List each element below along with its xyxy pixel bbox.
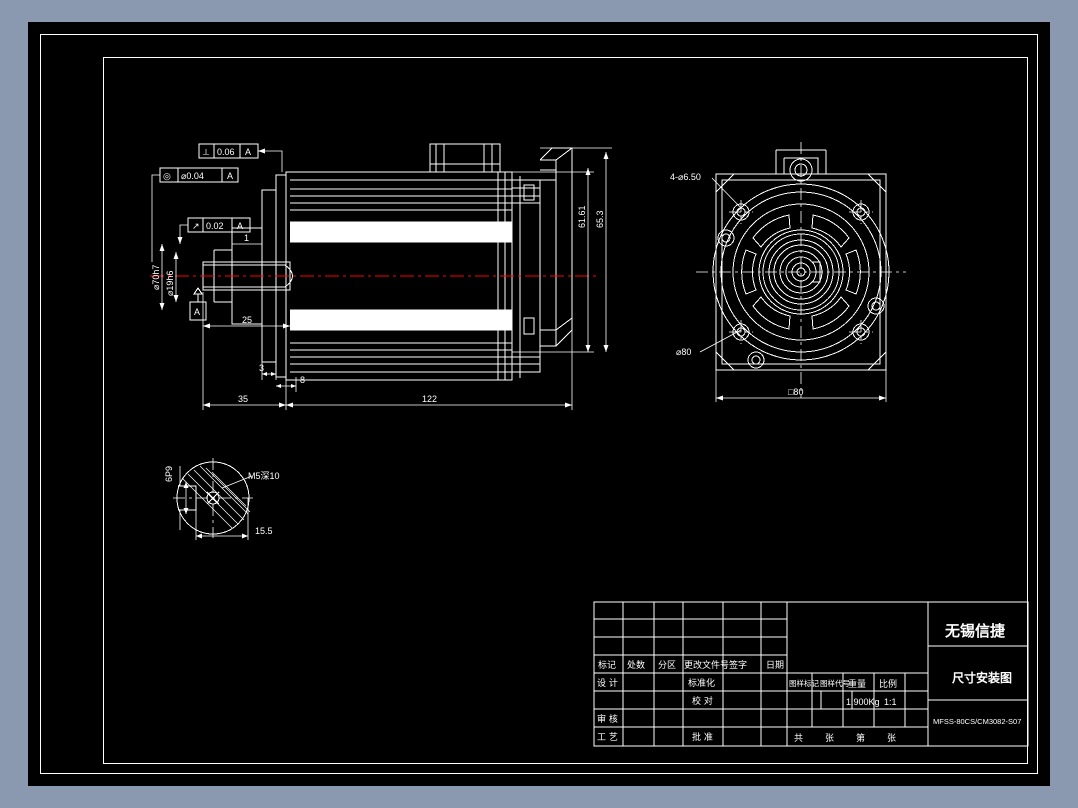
tb-weight: 1.900Kg bbox=[846, 697, 880, 707]
front-view-geometry bbox=[696, 142, 906, 398]
tb-scale: 1:1 bbox=[884, 697, 897, 707]
label-tapped-hole: M5深10 bbox=[248, 471, 280, 481]
label-pilot-diameter: ⌀80 bbox=[676, 347, 691, 357]
gdt-perp-symbol: ⟂ bbox=[203, 147, 209, 157]
dim-shaft-diameter: ⌀19h6 bbox=[165, 271, 175, 296]
tb-rev-header-4: 签字 bbox=[729, 659, 747, 671]
tb-sheet-footer-2: 第 bbox=[856, 732, 865, 744]
gdt-datum-label: A bbox=[194, 307, 200, 317]
tb-role-left-2: 审 核 bbox=[597, 713, 618, 725]
tb-rev-header-2: 分区 bbox=[658, 660, 676, 671]
side-view-geometry bbox=[150, 143, 596, 381]
sheet-outer-border bbox=[40, 34, 1038, 774]
label-keyway-width: 6P9 bbox=[164, 466, 174, 482]
sheet-inner-border bbox=[103, 57, 1028, 764]
tb-role-mid-0: 标准化 bbox=[688, 677, 715, 689]
dim-shaft-length: 25 bbox=[242, 315, 252, 325]
gdt-conc-datum: A bbox=[227, 171, 233, 181]
tb-sheet-footer-3: 张 bbox=[887, 733, 896, 744]
label-mounting-holes: 4-⌀6.50 bbox=[670, 172, 701, 182]
gdt-perp-tolerance: 0.06 bbox=[217, 147, 235, 157]
tb-sheet-footer-1: 张 bbox=[825, 733, 834, 744]
drawing-sheet bbox=[28, 22, 1050, 786]
tb-role-left-3: 工 艺 bbox=[597, 732, 618, 743]
tb-drawing-title: 尺寸安装图 bbox=[952, 670, 1012, 685]
tb-rev-header-3: 更改文件号 bbox=[684, 659, 729, 671]
title-block: 标记 处数 分区 更改文件号 签字 日期 设 计 审 核 工 艺 标准化 校 对… bbox=[593, 601, 1029, 747]
tb-rev-header-5: 日期 bbox=[766, 660, 784, 671]
gdt-runout-tolerance: 0.02 bbox=[206, 221, 224, 231]
tb-spec-header-2: 重量 bbox=[848, 678, 866, 690]
tb-rev-header-1: 处数 bbox=[627, 659, 645, 671]
gdt-runout-symbol: ↗ bbox=[192, 221, 200, 231]
dim-step-8: 8 bbox=[300, 375, 305, 385]
dim-square-flange: □80 bbox=[788, 387, 803, 397]
tb-role-mid-3: 批 准 bbox=[692, 731, 713, 743]
dim-height-65: 65.3 bbox=[595, 210, 605, 228]
dim-step-1: 1 bbox=[244, 233, 249, 243]
dim-body-length: 122 bbox=[422, 394, 437, 404]
mounting-holes bbox=[729, 200, 873, 344]
tb-spec-header-3: 比例 bbox=[879, 678, 897, 690]
dim-front-length: 35 bbox=[238, 394, 248, 404]
gdt-runout-datum: A bbox=[237, 221, 243, 231]
gdt-frames: ⟂ 0.06 A ◎ ⌀0.04 A ↗ 0.02 A A bbox=[151, 143, 283, 321]
tb-sheet-footer-0: 共 bbox=[794, 733, 803, 744]
dim-detail-length: 15.5 bbox=[255, 526, 273, 536]
tb-spec-header-0: 图样标记 bbox=[789, 678, 819, 688]
tb-role-mid-1: 校 对 bbox=[692, 695, 713, 707]
tb-spec-header-1: 图样代号 bbox=[820, 678, 850, 688]
dim-height-61: 61.61 bbox=[577, 205, 587, 228]
gdt-conc-tolerance: ⌀0.04 bbox=[181, 171, 204, 181]
tb-role-left-0: 设 计 bbox=[597, 677, 618, 689]
dim-flange-pilot-diameter: ⌀70h7 bbox=[151, 265, 161, 290]
tb-company: 无锡信捷 bbox=[944, 622, 1006, 640]
tb-part-number: MFSS-80CS/CM3082-S07 bbox=[933, 717, 1021, 726]
tb-rev-header-0: 标记 bbox=[598, 659, 616, 671]
gdt-conc-symbol: ◎ bbox=[163, 171, 171, 181]
gdt-perp-datum: A bbox=[245, 147, 251, 157]
dim-step-3: 3 bbox=[259, 363, 264, 373]
detail-view-geometry: M5深10 6P9 15.5 bbox=[164, 458, 280, 540]
front-view-annotations: 4-⌀6.50 ⌀80 □80 bbox=[670, 172, 887, 402]
side-view-dimensions: ⌀70h7 ⌀19h6 25 1 3 8 35 bbox=[151, 147, 612, 410]
